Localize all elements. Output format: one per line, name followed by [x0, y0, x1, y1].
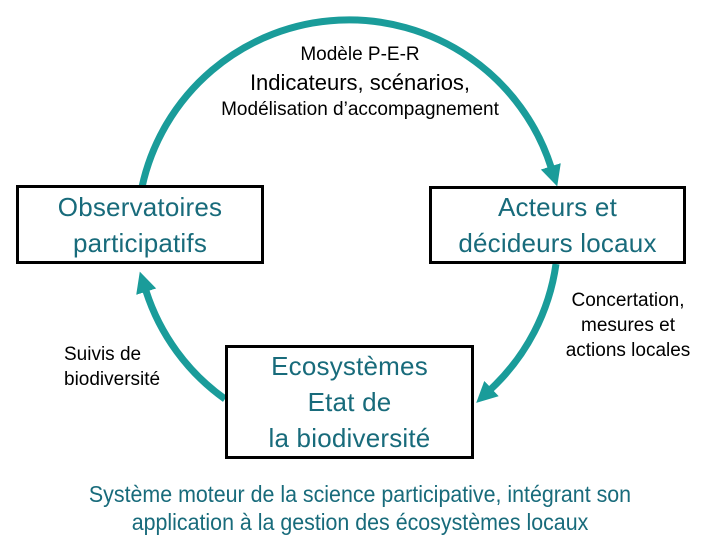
edge-label-line: biodiversité: [64, 369, 161, 390]
edge-label-line: Concertation,: [571, 290, 685, 311]
edge-label-line: Indicateurs, scénarios,: [249, 70, 471, 95]
edge-label-line: mesures et: [581, 315, 675, 336]
node-label-line: Etat de: [307, 387, 392, 417]
arc-acteurs-to-ecosystemes: [476, 263, 560, 403]
node-label-line: Acteurs et: [497, 192, 618, 222]
node-ecosystemes-etat-biodiversite: Ecosystèmes Etat de la biodiversité: [225, 345, 474, 459]
node-label-line: Ecosystèmes: [271, 351, 428, 381]
edge-label-suivis-biodiversite: Suivis de biodiversité: [64, 342, 194, 392]
node-observatoires-participatifs: Observatoires participatifs: [16, 185, 264, 264]
arc-ecosystemes-to-observatoires: [136, 271, 228, 402]
edge-label-modele-per: Modèle P-E-R Indicateurs, scénarios, Mod…: [110, 42, 610, 123]
edge-label-line: Modèle P-E-R: [300, 44, 420, 65]
diagram-caption: Système moteur de la science participati…: [25, 480, 695, 536]
edge-label-line: Modélisation d’accompagnement: [221, 99, 499, 120]
node-label-line: la biodiversité: [268, 423, 431, 453]
node-label-line: participatifs: [72, 227, 208, 258]
edge-label-line: actions locales: [565, 340, 691, 361]
node-label-line: Observatoires: [57, 191, 223, 222]
node-acteurs-decideurs-locaux: Acteurs et décideurs locaux: [429, 186, 686, 264]
caption-line: application à la gestion des écosystèmes…: [131, 509, 589, 535]
caption-line: Système moteur de la science participati…: [88, 481, 632, 507]
node-label-line: décideurs locaux: [458, 228, 657, 258]
arc-observatoires-to-acteurs: [138, 16, 561, 188]
edge-label-line: Suivis de: [64, 344, 142, 365]
edge-label-concertation: Concertation, mesures et actions locales: [556, 288, 700, 363]
